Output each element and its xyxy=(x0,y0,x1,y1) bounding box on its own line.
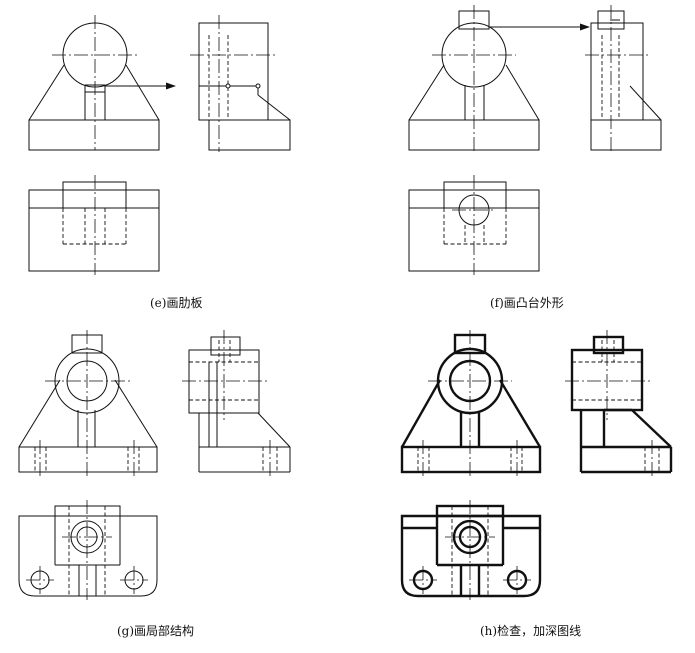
caption-g: (g)画局部结构 xyxy=(117,624,195,638)
panel-g-front-view xyxy=(18,330,158,476)
panel-g-side-view xyxy=(182,330,291,476)
caption-h: (h)检查，加深图线 xyxy=(480,624,582,638)
panel-h-side-view xyxy=(565,330,673,476)
panel-f-side-view xyxy=(585,5,662,152)
panel-e-top-view xyxy=(28,175,160,275)
panel-f-top-view xyxy=(408,175,540,275)
panel-h-front-view xyxy=(400,330,542,476)
panel-g-top-view xyxy=(18,500,158,600)
caption-f: (f)画凸台外形 xyxy=(490,296,564,310)
panel-h-top-view xyxy=(400,500,542,600)
panel-f-projection-arrow xyxy=(489,23,590,31)
panel-e-side-view xyxy=(190,15,291,152)
panel-f-front-view xyxy=(408,5,540,152)
panel-e-projection-arrow xyxy=(105,82,176,90)
panel-e-front-view xyxy=(28,15,160,151)
caption-e: (e)画肋板 xyxy=(150,296,203,310)
